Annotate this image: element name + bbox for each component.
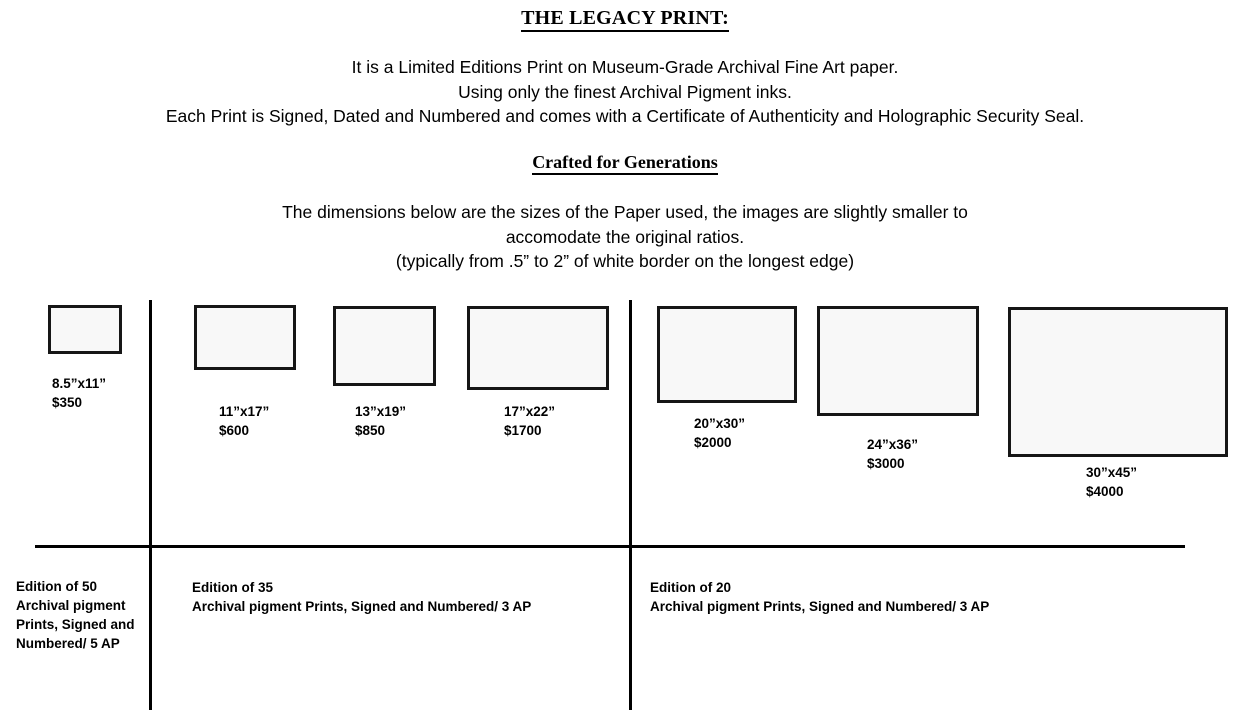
print-size-dimensions: 20”x30” xyxy=(694,416,746,431)
print-size-box-13x19 xyxy=(333,306,436,386)
print-size-label-24x36: 24”x36” $3000 xyxy=(867,435,918,473)
intro-line-3: Each Print is Signed, Dated and Numbered… xyxy=(165,106,1085,126)
print-size-dimensions: 11”x17” xyxy=(219,404,270,419)
dimension-note-line-2: accomodate the original ratios. xyxy=(505,226,745,247)
section-subtitle: Crafted for Generations xyxy=(0,152,1250,175)
print-size-label-30x45: 30”x45” $4000 xyxy=(1086,463,1137,501)
print-size-label-17x22: 17”x22” $1700 xyxy=(504,402,555,440)
edition-description: Archival pigment Prints, Signed and Numb… xyxy=(192,599,532,614)
horizontal-rule xyxy=(35,545,1185,548)
intro-paragraph: It is a Limited Editions Print on Museum… xyxy=(0,55,1250,129)
page-title: THE LEGACY PRINT: xyxy=(0,7,1250,32)
print-size-box-24x36 xyxy=(817,306,979,416)
print-size-box-20x30 xyxy=(657,306,797,403)
print-size-price: $850 xyxy=(355,423,386,438)
print-size-box-30x45 xyxy=(1008,307,1228,457)
intro-line-1: It is a Limited Editions Print on Museum… xyxy=(351,57,899,77)
print-size-price: $600 xyxy=(219,423,250,438)
page-title-text: THE LEGACY PRINT: xyxy=(521,7,729,32)
column-divider-right xyxy=(629,300,632,710)
print-size-box-17x22 xyxy=(467,306,609,390)
print-size-dimensions: 30”x45” xyxy=(1086,465,1138,480)
dimension-note: The dimensions below are the sizes of th… xyxy=(0,200,1250,274)
edition-column-1: Edition of 50 Archival pigment Prints, Si… xyxy=(16,577,148,653)
edition-description: Archival pigment Prints, Signed and Numb… xyxy=(16,598,135,651)
print-size-dimensions: 17”x22” xyxy=(504,404,556,419)
print-size-label-13x19: 13”x19” $850 xyxy=(355,402,406,440)
dimension-note-line-1: The dimensions below are the sizes of th… xyxy=(282,202,968,222)
print-size-price: $2000 xyxy=(694,435,732,450)
print-size-price: $1700 xyxy=(504,423,542,438)
intro-line-2: Using only the finest Archival Pigment i… xyxy=(458,81,792,102)
print-size-price: $3000 xyxy=(867,456,905,471)
print-size-price: $350 xyxy=(52,395,83,410)
print-size-dimensions: 24”x36” xyxy=(867,437,919,452)
edition-column-3: Edition of 20 Archival pigment Prints, Si… xyxy=(650,578,1110,616)
edition-count: Edition of 20 xyxy=(650,580,731,595)
edition-description: Archival pigment Prints, Signed and Numb… xyxy=(650,599,990,614)
print-size-box-11x17 xyxy=(194,305,296,370)
edition-count: Edition of 35 xyxy=(192,580,273,595)
print-size-dimensions: 13”x19” xyxy=(355,404,407,419)
print-size-label-8-5x11: 8.5”x11” $350 xyxy=(52,374,106,412)
edition-count: Edition of 50 xyxy=(16,579,97,594)
edition-column-2: Edition of 35 Archival pigment Prints, Si… xyxy=(192,578,612,616)
column-divider-left xyxy=(149,300,152,710)
dimension-note-line-3: (typically from .5” to 2” of white borde… xyxy=(395,251,855,271)
print-size-dimensions: 8.5”x11” xyxy=(52,376,107,391)
print-size-label-11x17: 11”x17” $600 xyxy=(219,402,269,440)
section-subtitle-text: Crafted for Generations xyxy=(532,152,718,175)
print-size-label-20x30: 20”x30” $2000 xyxy=(694,414,745,452)
print-size-price: $4000 xyxy=(1086,484,1124,499)
print-size-box-8-5x11 xyxy=(48,305,122,354)
